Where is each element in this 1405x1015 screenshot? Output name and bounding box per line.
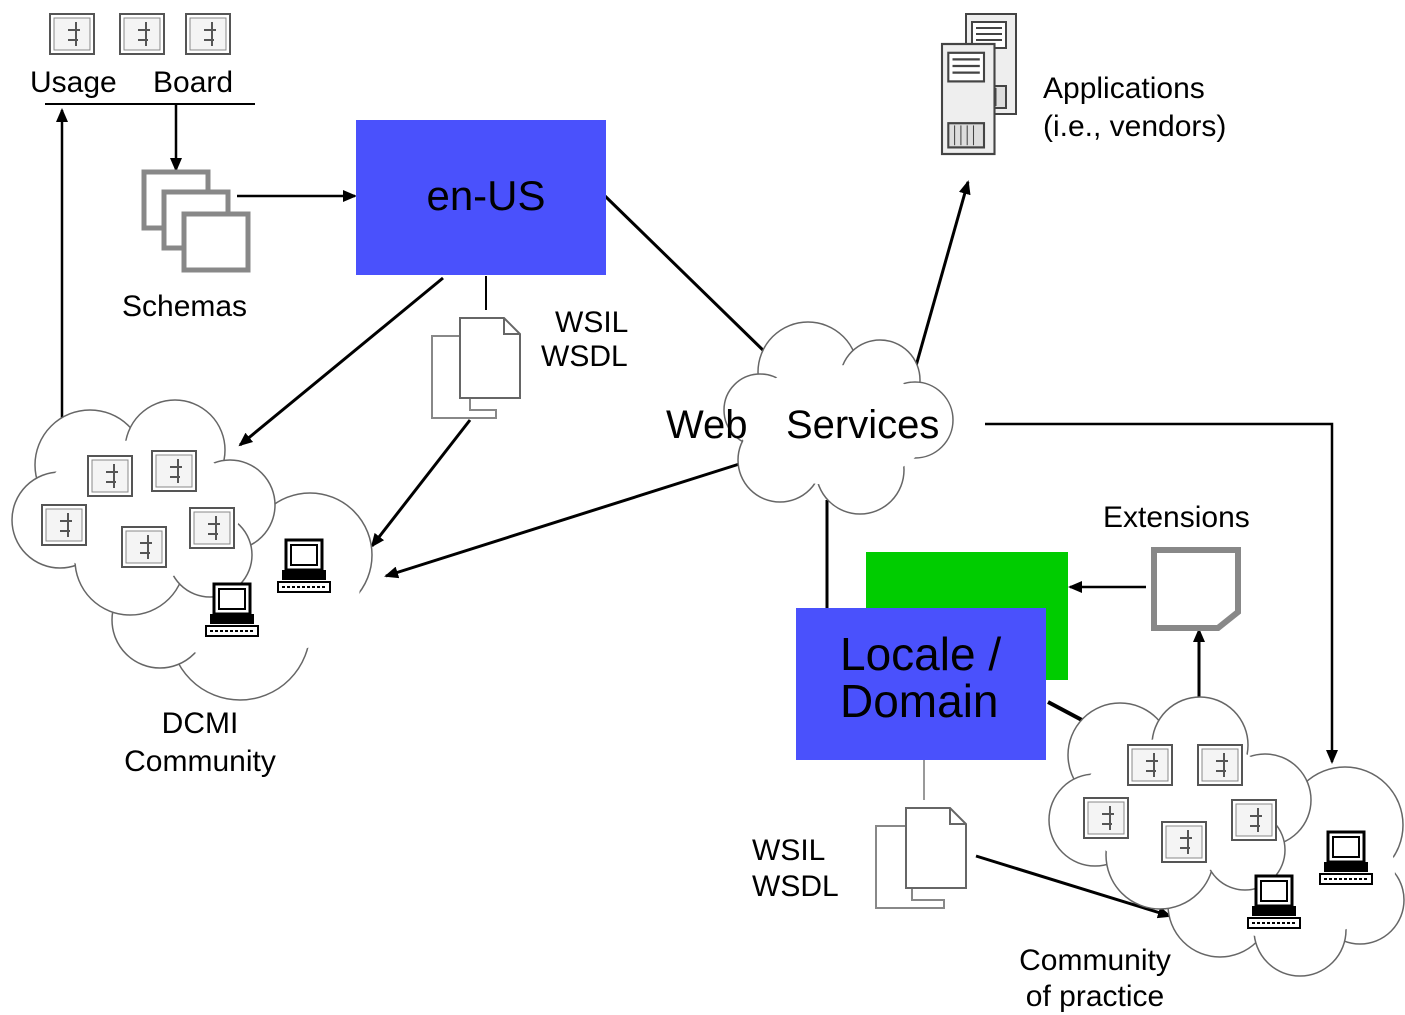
usage-label: Usage xyxy=(30,66,117,99)
person-icon xyxy=(49,13,231,55)
en-us-box[interactable]: en-US xyxy=(356,120,606,275)
community-line2: of practice xyxy=(1026,980,1164,1013)
usage-board-node: Usage Board xyxy=(30,13,233,99)
wsil-bottom-line1: WSIL xyxy=(752,834,825,867)
server-icon xyxy=(940,13,1017,156)
community-line1: Community xyxy=(1019,944,1171,977)
cloud-icon xyxy=(1048,696,1405,977)
web-label: Web xyxy=(666,403,748,447)
extensions-node: Extensions xyxy=(1103,501,1250,631)
cloud-icon xyxy=(723,321,954,515)
edge-wsil-to-community xyxy=(975,854,1172,919)
document-icon xyxy=(431,317,521,419)
en-us-label: en-US xyxy=(426,172,545,219)
document-stack-icon xyxy=(141,169,251,273)
applications-line2: (i.e., vendors) xyxy=(1043,110,1226,143)
wsil-top-line1: WSIL xyxy=(555,306,628,339)
edge-web-services-to-dcmi xyxy=(384,458,753,579)
schemas-label: Schemas xyxy=(122,290,247,323)
edge-web-services-to-applications xyxy=(910,180,971,381)
document-icon xyxy=(1151,547,1241,631)
applications-node: Applications (i.e., vendors) xyxy=(940,13,1226,156)
services-label: Services xyxy=(786,403,939,447)
extensions-label: Extensions xyxy=(1103,501,1250,534)
cloud-icon xyxy=(11,399,373,701)
applications-line1: Applications xyxy=(1043,72,1205,105)
edge-wsil-to-dcmi xyxy=(370,419,472,548)
wsil-top-node: WSIL WSDL xyxy=(431,306,628,419)
community-of-practice-node: Community of practice xyxy=(1019,696,1405,1013)
locale-domain-box[interactable]: Locale / Domain xyxy=(796,608,1046,760)
locale-line2: Domain xyxy=(840,675,999,727)
locale-line1: Locale / xyxy=(840,628,1001,680)
wsil-bottom-node: WSIL WSDL xyxy=(752,807,967,909)
dcmi-line1: DCMI xyxy=(162,707,239,740)
board-label: Board xyxy=(153,66,233,99)
web-services-node[interactable]: Web Services xyxy=(666,321,954,515)
en-us-rect xyxy=(356,120,606,275)
wsil-top-line2: WSDL xyxy=(541,340,628,373)
document-icon xyxy=(875,807,967,909)
schemas-node: Schemas xyxy=(122,169,251,323)
dcmi-line2: Community xyxy=(124,745,276,778)
dcmi-community-node: DCMI Community xyxy=(11,399,373,778)
edge-en-us-to-web-services xyxy=(603,194,770,357)
locale-domain-rect xyxy=(796,608,1046,760)
edge-en-us-to-dcmi xyxy=(238,276,444,447)
connectors xyxy=(45,103,1338,919)
wsil-bottom-line2: WSDL xyxy=(752,870,839,903)
edge-web-services-to-community xyxy=(985,422,1338,764)
